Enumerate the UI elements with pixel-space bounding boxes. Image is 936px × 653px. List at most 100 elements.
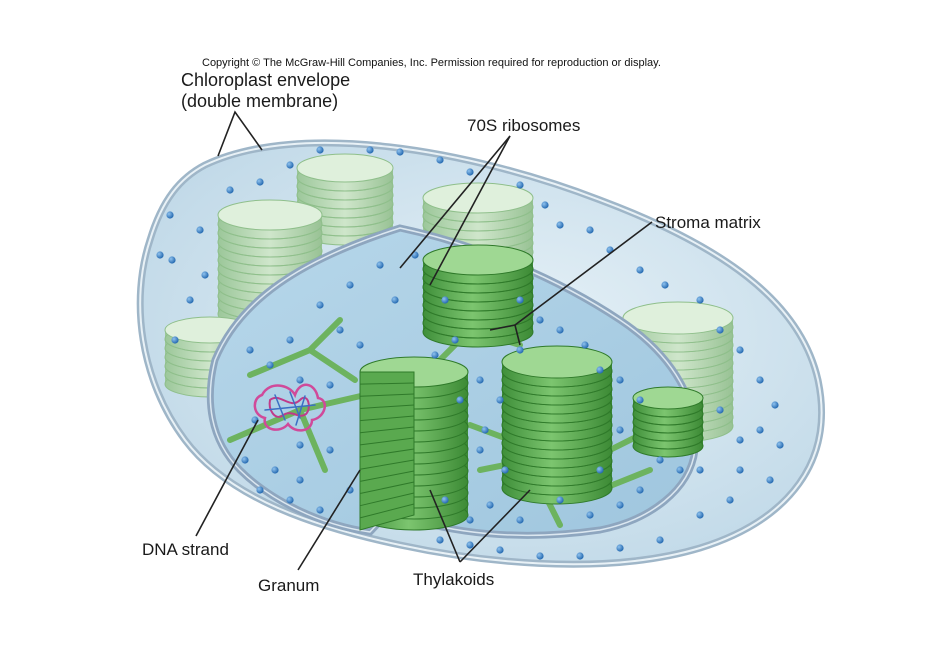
ribosome-dot xyxy=(536,552,544,560)
ribosome-dot xyxy=(726,496,734,504)
ribosome-dot xyxy=(256,178,264,186)
ribosome-dot xyxy=(736,436,744,444)
ribosome-dot xyxy=(226,186,234,194)
ribosome-dot xyxy=(486,501,494,509)
ribosome-dot xyxy=(586,511,594,519)
thylakoid-leader-2 xyxy=(459,489,531,563)
ribosome-dot xyxy=(696,511,704,519)
ribosome-dot xyxy=(541,201,549,209)
ribosome-dot xyxy=(736,346,744,354)
ribosomes xyxy=(156,146,784,560)
label-chloroplast-envelope: Chloroplast envelope (double membrane) xyxy=(181,70,350,111)
label-thylakoids: Thylakoids xyxy=(413,570,495,589)
ribosome-dot xyxy=(556,221,564,229)
ribosome-dot xyxy=(756,376,764,384)
ribosome-dot xyxy=(696,466,704,474)
copyright-notice: Copyright © The McGraw-Hill Companies, I… xyxy=(202,57,661,69)
ribosome-dot xyxy=(316,301,324,309)
ribosome-dot xyxy=(431,351,439,359)
ribosome-dot xyxy=(581,341,589,349)
ribosome-dot xyxy=(616,501,624,509)
granum-upper-right xyxy=(422,244,534,348)
ribosome-dot xyxy=(576,552,584,560)
ribosome-dot xyxy=(736,466,744,474)
ribosome-dot xyxy=(516,516,524,524)
ribosome-dot xyxy=(496,546,504,554)
ribosome-dot xyxy=(286,496,294,504)
ribosome-dot xyxy=(241,456,249,464)
envelope-leader xyxy=(217,110,263,157)
ribosome-dot xyxy=(776,441,784,449)
ribosome-leader-2 xyxy=(429,135,511,286)
stroma-bracket xyxy=(489,324,521,346)
ribosome-dot xyxy=(656,536,664,544)
cutaway-granum xyxy=(359,356,469,531)
ribosome-dot xyxy=(656,456,664,464)
ribosome-dot xyxy=(201,271,209,279)
ribosome-dot xyxy=(436,536,444,544)
ribosome-dot xyxy=(501,466,509,474)
ribosome-dot xyxy=(616,376,624,384)
ribosome-dot xyxy=(366,146,374,154)
ribosome-dot xyxy=(516,296,524,304)
label-70s-ribosomes: 70S ribosomes xyxy=(467,116,581,135)
ribosome-dot xyxy=(616,544,624,552)
ribosome-dot xyxy=(436,156,444,164)
ribosome-dot xyxy=(481,426,489,434)
ribosome-dot xyxy=(246,346,254,354)
ribosome-dot xyxy=(716,326,724,334)
ribosome-dot xyxy=(556,496,564,504)
ribosome-dot xyxy=(771,401,779,409)
ribosome-dot xyxy=(286,336,294,344)
ribosome-dot xyxy=(271,466,279,474)
ribosome-dot xyxy=(186,296,194,304)
ribosome-dot xyxy=(336,326,344,334)
ribosome-dot xyxy=(476,376,484,384)
ribosome-dot xyxy=(326,381,334,389)
ribosome-dot xyxy=(168,256,176,264)
dna-strand-cluster xyxy=(253,383,327,432)
ribosome-dot xyxy=(556,326,564,334)
ribosome-dot xyxy=(316,506,324,514)
granum-right xyxy=(501,345,613,505)
ribosome-dot xyxy=(296,476,304,484)
ribosome-dot xyxy=(516,346,524,354)
ribosome-dot xyxy=(316,146,324,154)
ribosome-dot xyxy=(596,366,604,374)
ribosome-dot xyxy=(256,486,264,494)
ribosome-dot xyxy=(266,361,274,369)
ribosome-dot xyxy=(466,541,474,549)
label-envelope-line2: (double membrane) xyxy=(181,90,339,111)
ribosome-dot xyxy=(716,406,724,414)
ribosome-dot xyxy=(441,296,449,304)
ribosome-dot xyxy=(496,396,504,404)
ribosome-dot xyxy=(326,446,334,454)
ribosome-dot xyxy=(166,211,174,219)
ribosome-dot xyxy=(456,396,464,404)
ribosome-leader-1 xyxy=(399,135,511,269)
ribosome-dot xyxy=(441,496,449,504)
stroma-leader xyxy=(514,221,653,326)
ribosome-dot xyxy=(396,148,404,156)
ribosome-dot xyxy=(596,466,604,474)
ribosome-dot xyxy=(696,296,704,304)
ribosome-dot xyxy=(756,426,764,434)
ribosome-dot xyxy=(286,161,294,169)
front-grana xyxy=(359,244,704,531)
ribosome-dot xyxy=(616,426,624,434)
ribosome-dot xyxy=(516,181,524,189)
ribosome-dot xyxy=(156,251,164,259)
ribosome-dot xyxy=(451,336,459,344)
ribosome-dot xyxy=(296,376,304,384)
ribosome-dot xyxy=(676,466,684,474)
label-dna-strand: DNA strand xyxy=(142,540,229,559)
ribosome-dot xyxy=(476,446,484,454)
ribosome-dot xyxy=(536,316,544,324)
granum-far-right xyxy=(632,386,704,458)
ribosome-dot xyxy=(636,266,644,274)
ribosome-dot xyxy=(466,516,474,524)
label-envelope-line1: Chloroplast envelope xyxy=(181,70,351,90)
ribosome-dot xyxy=(391,296,399,304)
